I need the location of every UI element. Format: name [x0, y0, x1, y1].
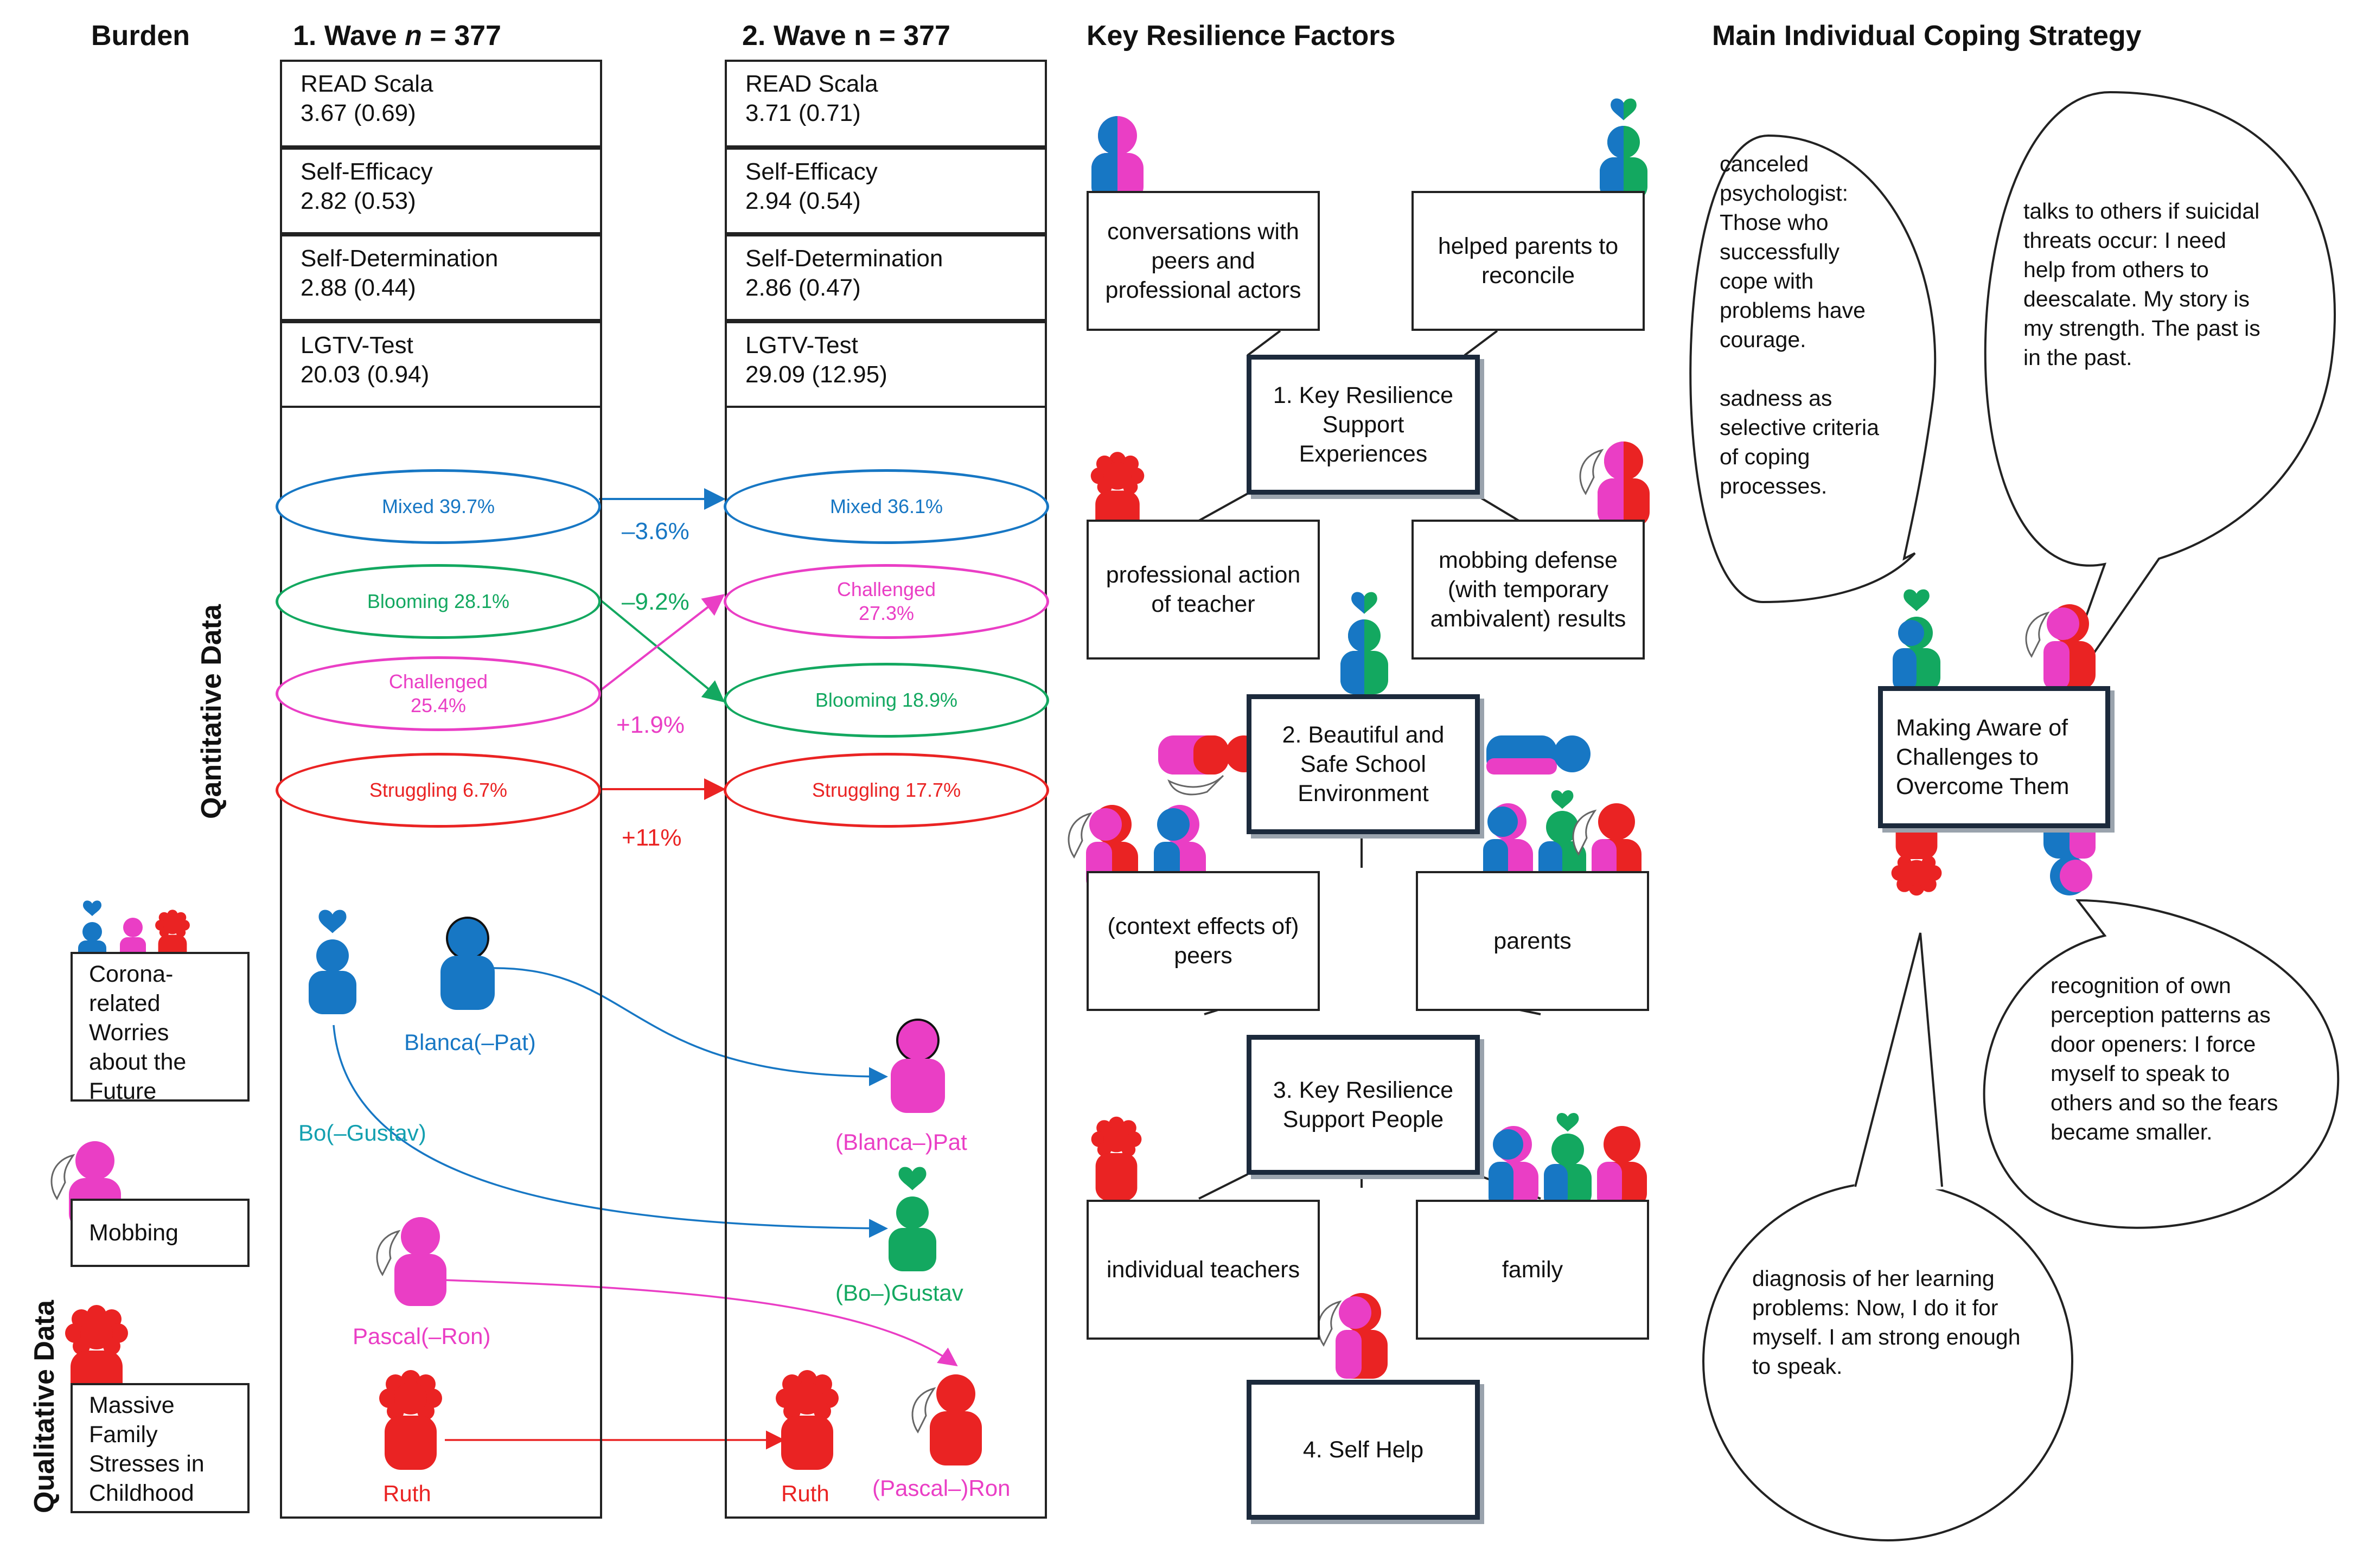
header-burden: Burden [91, 20, 190, 52]
wave-1-measure: READ Scala 3.67 (0.69) [280, 60, 602, 148]
measure-name: Self-Determination [745, 245, 943, 272]
group-mixed-wave-2: Mixed 36.1% [724, 469, 1049, 544]
split-person-blue-green-heart-icon [1893, 589, 1940, 692]
category-support-experiences: 1. Key Resilience Support Experiences [1247, 355, 1480, 495]
header-coping: Main Individual Coping Strategy [1712, 20, 2142, 52]
wave-1-measure: LGTV-Test 20.03 (0.94) [280, 321, 602, 408]
burden-box-family: Massive Family Stresses in Childhood [71, 1383, 250, 1513]
factor-family: family [1416, 1200, 1649, 1340]
speech-bubble-2 [1984, 91, 2336, 717]
bubble-text-learning-problems: diagnosis of her learning problems: Now,… [1752, 1266, 2021, 1379]
factor-helped-parents: helped parents to reconcile [1411, 191, 1645, 331]
speech-bubble-1 [1689, 134, 1937, 604]
person-name-blanca: Blanca(–Pat) [404, 1029, 536, 1055]
factor-individual-teachers: individual teachers [1087, 1200, 1320, 1340]
person-ruth-2-icon [776, 1370, 839, 1470]
wave-2-measure: READ Scala 3.71 (0.71) [725, 60, 1047, 148]
person-name-ron: (Pascal–)Ron [872, 1475, 1011, 1501]
change-struggling: +11% [622, 824, 682, 851]
person-ron-icon [911, 1374, 982, 1465]
bubble-text-perception-patterns: recognition of own perception patterns a… [2051, 973, 2278, 1144]
header-wave-1-count: = 377 [421, 20, 501, 52]
wave-2-measure: Self-Determination 2.86 (0.47) [725, 234, 1047, 321]
change-mixed: –3.6% [622, 518, 689, 545]
person-pat-icon [891, 1019, 945, 1113]
group-mixed-wave-1: Mixed 39.7% [276, 469, 601, 544]
burden-box-mobbing: Mobbing [71, 1199, 250, 1267]
bubble-text-suicidal-threats: talks to others if suicidal threats occu… [2023, 199, 2260, 370]
person-pascal-icon [376, 1217, 446, 1306]
measure-name: READ Scala [745, 71, 878, 97]
group-challenged-label: Challenged 27.3% [836, 578, 936, 624]
header-wave-1-prefix: 1. Wave [293, 20, 405, 52]
wave-2-measure: LGTV-Test 29.09 (12.95) [725, 321, 1047, 408]
person-name-bo: Bo(–Gustav) [298, 1120, 426, 1145]
category-school-environment: 2. Beautiful and Safe School Environment [1247, 694, 1480, 834]
header-wave-1: 1. Wave n = 377 [293, 20, 501, 52]
family-group-icon [1489, 1112, 1647, 1208]
split-person-blue-green-heart-icon [1600, 98, 1647, 201]
measure-value: 2.94 (0.54) [745, 188, 861, 214]
split-person-blue-green-heart-icon [1340, 592, 1388, 694]
group-transitions [598, 488, 726, 800]
change-challenged: +1.9% [616, 712, 685, 738]
wave-2-measure: Self-Efficacy 2.94 (0.54) [725, 148, 1047, 234]
category-self-help: 4. Self Help [1247, 1380, 1480, 1520]
speech-bubbles [1689, 91, 2340, 1541]
lying-person-blue-magenta-icon [1486, 735, 1591, 775]
measure-value: 20.03 (0.94) [301, 361, 430, 388]
person-gustav-icon [889, 1167, 936, 1271]
measure-value: 3.67 (0.69) [301, 100, 416, 126]
measure-value: 2.86 (0.47) [745, 274, 861, 301]
coping-center-box: Making Aware of Challenges to Overcome T… [1878, 686, 2110, 828]
measure-name: Self-Determination [301, 245, 499, 272]
person-name-pascal: Pascal(–Ron) [353, 1323, 491, 1349]
wave-1-measure: Self-Efficacy 2.82 (0.53) [280, 148, 602, 234]
measure-name: Self-Efficacy [745, 158, 878, 185]
person-name-gustav: (Bo–)Gustav [835, 1280, 963, 1305]
factor-peers: (context effects of) peers [1087, 871, 1320, 1011]
wave-1-measure: Self-Determination 2.88 (0.44) [280, 234, 602, 321]
person-ruth-icon [379, 1370, 442, 1470]
measure-name: Self-Efficacy [301, 158, 433, 185]
header-wave-2: 2. Wave n = 377 [742, 20, 950, 52]
person-red-curly-icon [1091, 1116, 1142, 1201]
measure-value: 2.82 (0.53) [301, 188, 416, 214]
split-person-magenta-red-feather-icon [1579, 441, 1650, 527]
split-person-blue-magenta-icon [1091, 116, 1144, 202]
measure-name: LGTV-Test [745, 332, 858, 359]
measure-name: LGTV-Test [301, 332, 413, 359]
person-transitions [333, 967, 958, 1450]
factor-teacher-action: professional action of teacher [1087, 520, 1320, 660]
group-challenged-label: Challenged 25.4% [388, 670, 488, 716]
measure-value: 29.09 (12.95) [745, 361, 887, 388]
group-challenged-wave-2: Challenged 27.3% [724, 564, 1049, 639]
category-support-people: 3. Key Resilience Support People [1247, 1035, 1480, 1175]
burden-box-corona: Corona-related Worries about the Future [71, 952, 250, 1104]
measure-name: READ Scala [301, 71, 433, 97]
change-blooming: –9.2% [622, 588, 689, 615]
bubble-text-psychologist: canceled psychologist: Those who success… [1720, 151, 1879, 498]
group-blooming-wave-1: Blooming 28.1% [276, 564, 601, 639]
group-struggling-wave-1: Struggling 6.7% [276, 753, 601, 828]
person-name-pat: (Blanca–)Pat [835, 1129, 967, 1155]
measure-value: 3.71 (0.71) [745, 100, 861, 126]
split-person-magenta-red-feather-icon [1317, 1293, 1388, 1379]
factor-mobbing-defense: mobbing defense (with temporary ambivale… [1411, 520, 1645, 660]
header-resilience: Key Resilience Factors [1087, 20, 1396, 52]
header-wave-1-n: n [405, 20, 422, 52]
person-name-ruth-2: Ruth [781, 1481, 829, 1506]
measure-value: 2.88 (0.44) [301, 274, 416, 301]
person-blanca-icon [440, 917, 495, 1010]
group-challenged-wave-1: Challenged 25.4% [276, 656, 601, 731]
group-blooming-wave-2: Blooming 18.9% [724, 663, 1049, 738]
person-name-ruth: Ruth [383, 1481, 431, 1506]
group-struggling-wave-2: Struggling 17.7% [724, 753, 1049, 828]
person-bo-icon [309, 910, 356, 1014]
split-person-magenta-red-feather-icon [2025, 604, 2096, 690]
factor-conversations: conversations with peers and professiona… [1087, 191, 1320, 331]
speech-bubble-3 [1983, 899, 2340, 1229]
factor-parents: parents [1416, 871, 1649, 1011]
